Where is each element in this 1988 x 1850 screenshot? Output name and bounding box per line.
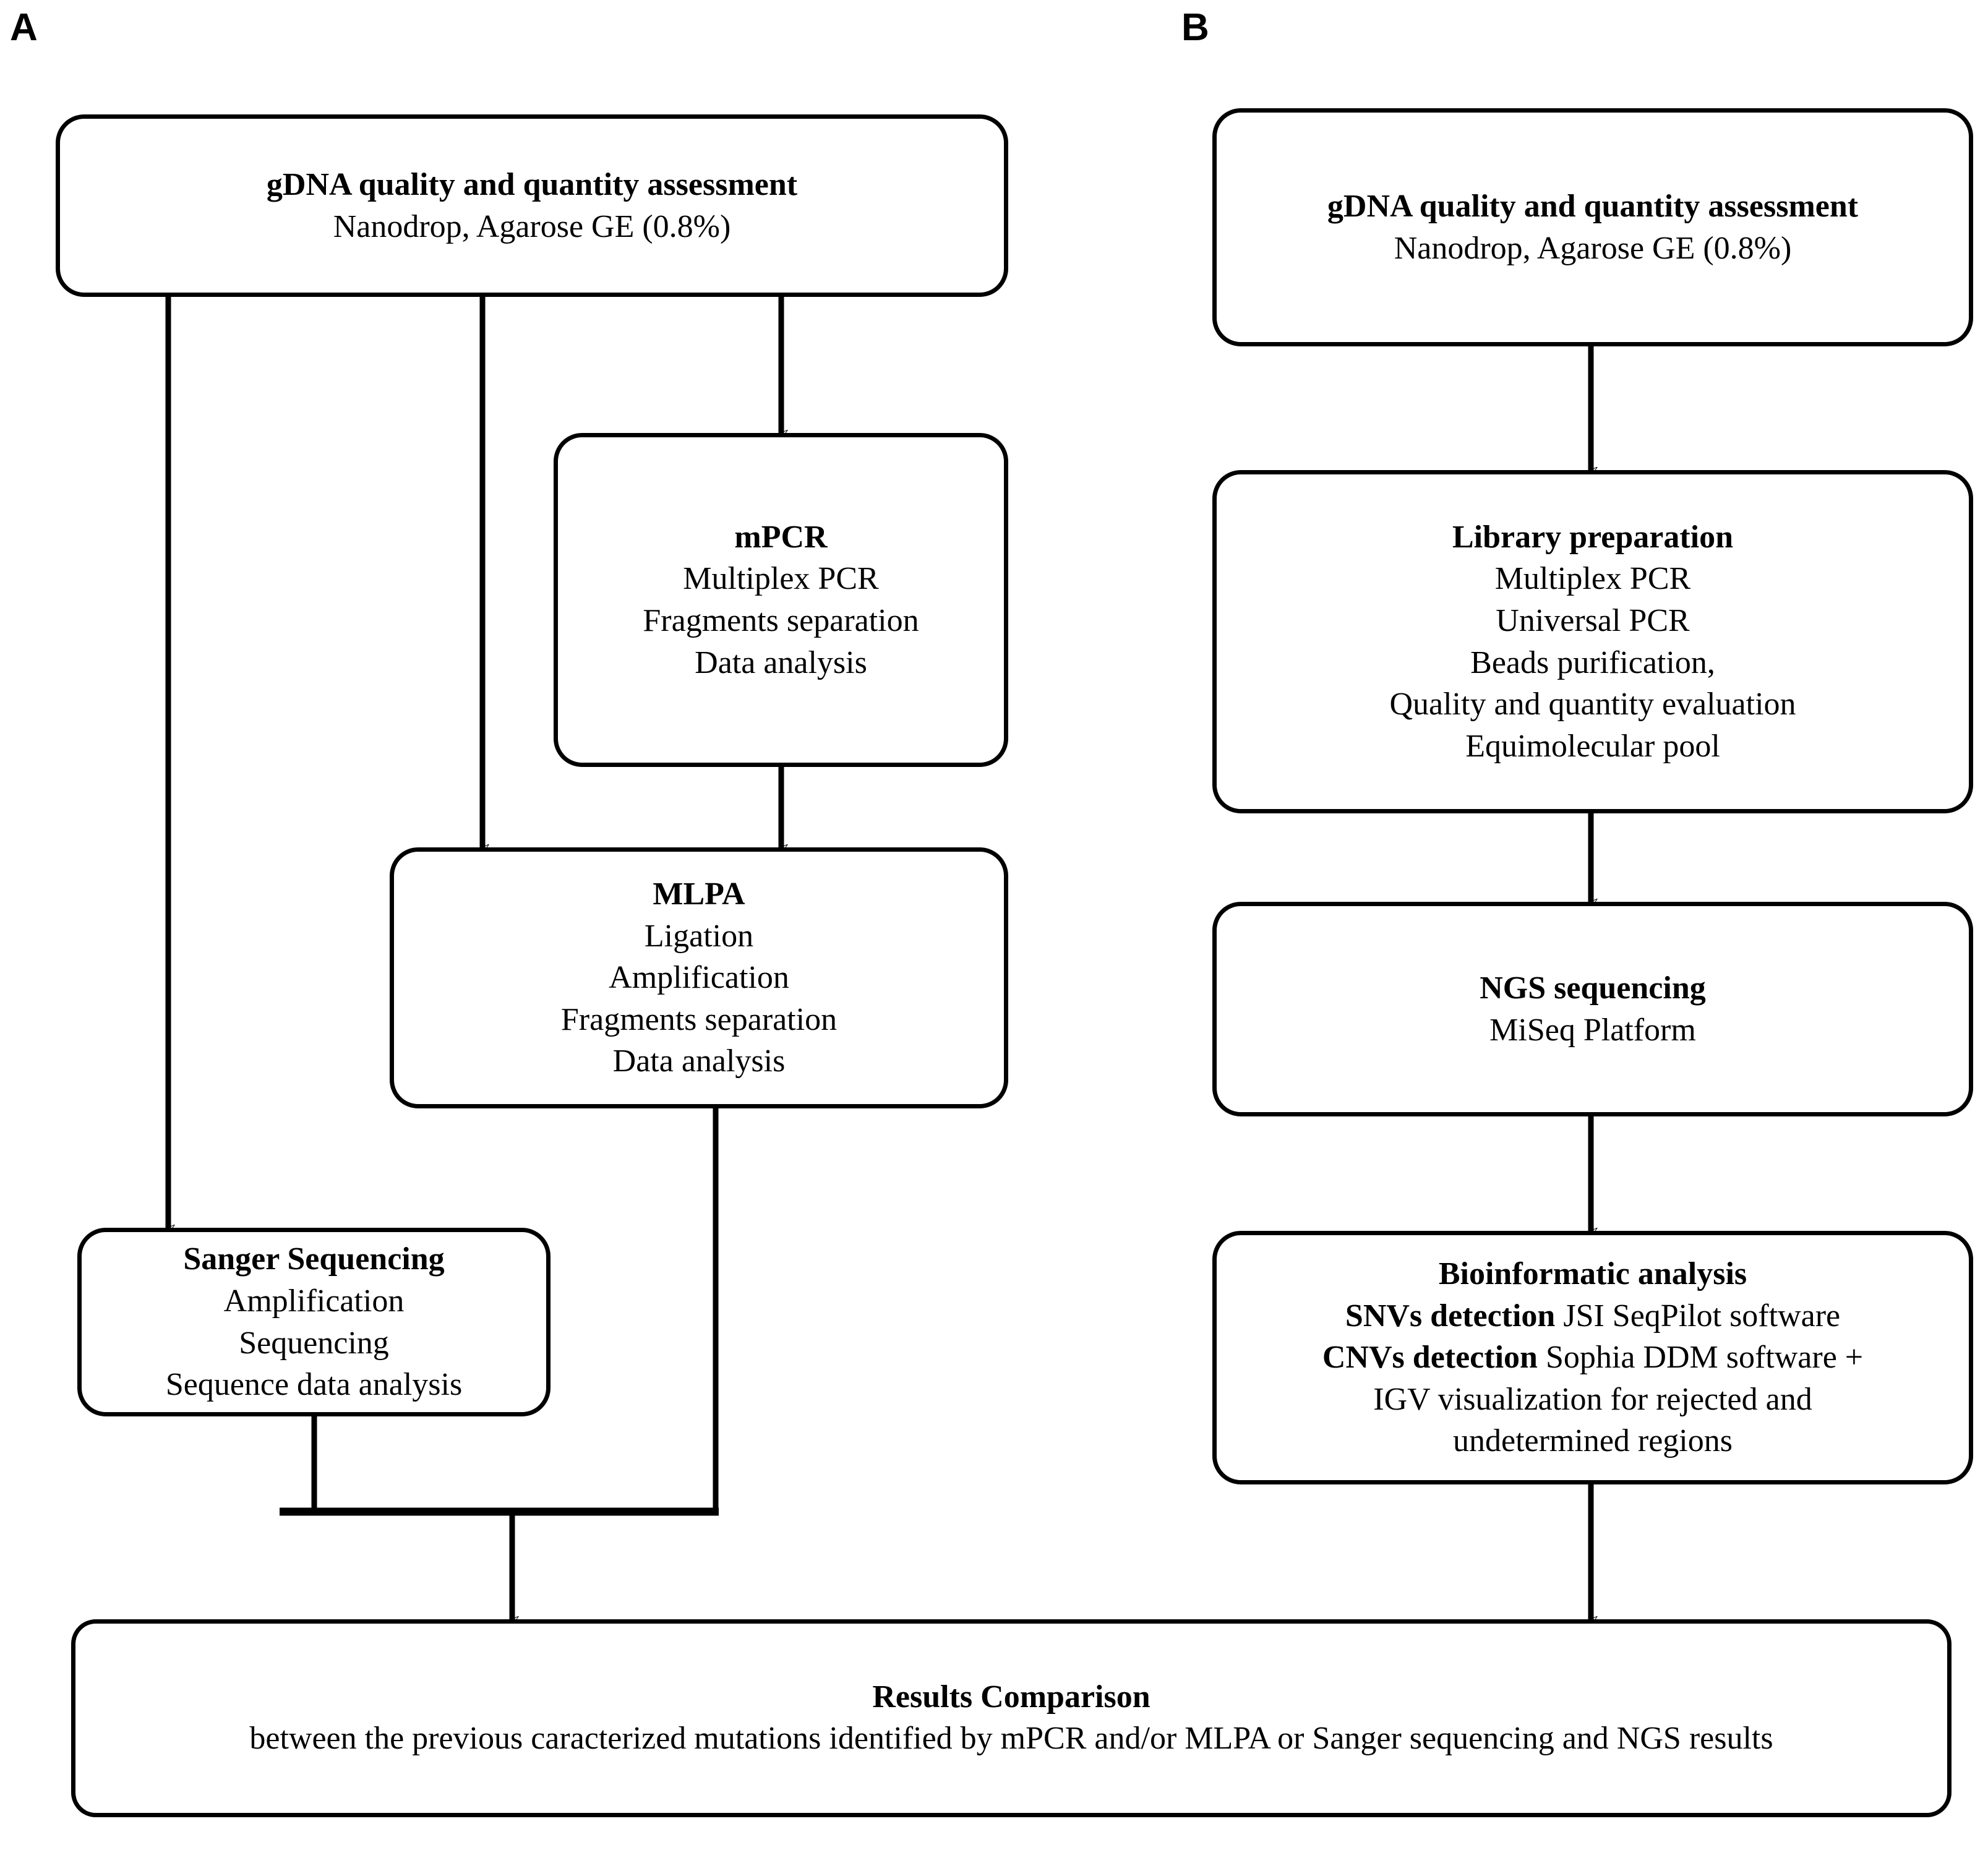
- node-line: Beads purification,: [1470, 645, 1715, 680]
- node-line: Multiplex PCR: [683, 561, 879, 597]
- node-rich-line-3: undetermined regions: [1453, 1423, 1733, 1459]
- node-line: Quality and quantity evaluation: [1389, 687, 1796, 722]
- node-b-gdna-assessment[interactable]: gDNA quality and quantity assessment Nan…: [1212, 108, 1973, 346]
- node-b-library-preparation[interactable]: Library preparation Multiplex PCR Univer…: [1212, 470, 1973, 813]
- rich-bold: SNVs detection: [1345, 1298, 1556, 1334]
- node-line: Sequence data analysis: [165, 1367, 463, 1403]
- node-line: Data analysis: [612, 1043, 786, 1079]
- panel-b-label: B: [1181, 6, 1209, 49]
- node-results-comparison[interactable]: Results Comparison between the previous …: [71, 1619, 1952, 1817]
- node-title: Sanger Sequencing: [183, 1241, 445, 1277]
- rich-plain: Sophia DDM software +: [1537, 1340, 1864, 1376]
- node-line: Equimolecular pool: [1465, 728, 1720, 764]
- panel-a-label: A: [10, 6, 38, 49]
- node-title: Results Comparison: [872, 1679, 1150, 1715]
- node-line: Fragments separation: [560, 1001, 838, 1037]
- node-b-ngs-sequencing[interactable]: NGS sequencing MiSeq Platform: [1212, 902, 1973, 1116]
- node-a-sanger-sequencing[interactable]: Sanger Sequencing Amplification Sequenci…: [77, 1228, 551, 1416]
- node-a-mpcr[interactable]: mPCR Multiplex PCR Fragments separation …: [554, 433, 1008, 767]
- node-title: Library preparation: [1452, 519, 1734, 555]
- node-rich-line-0: SNVs detection JSI SeqPilot software: [1345, 1295, 1840, 1337]
- node-title: gDNA quality and quantity assessment: [1327, 188, 1859, 224]
- node-line: Fragments separation: [643, 603, 919, 638]
- rich-plain: JSI SeqPilot software: [1555, 1298, 1841, 1334]
- node-a-gdna-assessment[interactable]: gDNA quality and quantity assessment Nan…: [56, 114, 1008, 297]
- node-a-mlpa[interactable]: MLPA Ligation Amplification Fragments se…: [390, 847, 1008, 1108]
- node-rich-line-1: CNVs detection Sophia DDM software +: [1322, 1337, 1863, 1379]
- node-line: MiSeq Platform: [1489, 1012, 1696, 1048]
- node-title: mPCR: [734, 519, 828, 555]
- node-line: Ligation: [644, 918, 754, 954]
- node-line: Sequencing: [239, 1325, 389, 1361]
- rich-bold: CNVs detection: [1322, 1340, 1538, 1376]
- node-title: MLPA: [653, 876, 745, 912]
- node-line: Amplification: [223, 1283, 405, 1319]
- node-line: Data analysis: [695, 645, 867, 680]
- node-title: gDNA quality and quantity assessment: [266, 166, 798, 202]
- node-b-bioinformatic-analysis[interactable]: Bioinformatic analysis SNVs detection JS…: [1212, 1231, 1973, 1484]
- node-line: Nanodrop, Agarose GE (0.8%): [333, 208, 731, 244]
- node-title: Bioinformatic analysis: [1438, 1256, 1747, 1292]
- node-line: Nanodrop, Agarose GE (0.8%): [1394, 230, 1792, 266]
- node-rich-line-2: IGV visualization for rejected and: [1373, 1381, 1812, 1417]
- node-body: between the previous caracterized mutati…: [249, 1721, 1773, 1757]
- node-line: Amplification: [609, 960, 789, 996]
- node-line: Universal PCR: [1496, 602, 1690, 638]
- node-title: NGS sequencing: [1480, 970, 1706, 1006]
- node-line: Multiplex PCR: [1494, 561, 1691, 597]
